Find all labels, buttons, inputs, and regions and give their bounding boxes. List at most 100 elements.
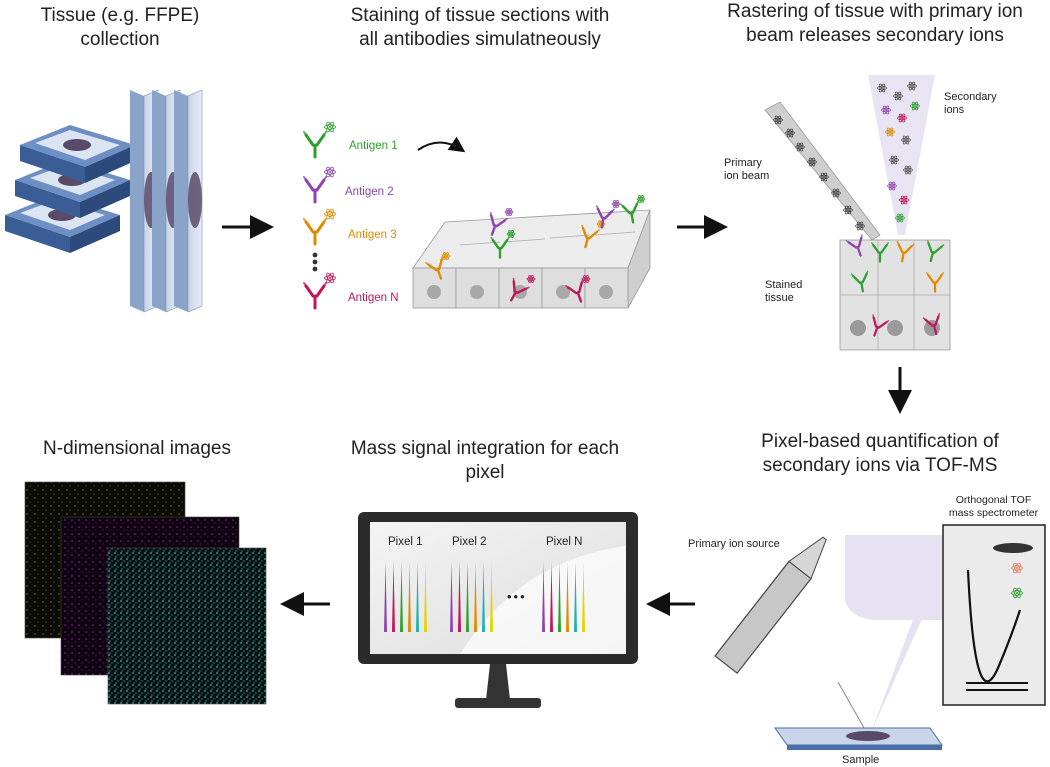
ion-atom-icon — [910, 101, 920, 111]
ion-atom-icon — [1011, 562, 1023, 574]
ion-atom-icon — [807, 157, 817, 167]
ion-atom-icon — [877, 83, 887, 93]
ion-atom-icon — [903, 165, 913, 175]
antibody-icon — [581, 224, 600, 249]
antibody-icon — [850, 270, 869, 293]
pixel-ellipsis: ••• — [507, 589, 527, 604]
ion-atom-icon — [611, 200, 621, 208]
stained-tissue-label: Stained tissue — [765, 279, 803, 304]
mass-spike — [482, 562, 485, 632]
mass-spike — [582, 562, 585, 632]
antibody-icon — [922, 312, 941, 336]
antigen-2-label: Antigen 2 — [345, 186, 394, 198]
tissue-blocks-illustration — [5, 125, 135, 253]
ion-atom-icon — [785, 128, 795, 138]
ion-atom-icon — [819, 172, 829, 182]
ion-atom-icon — [843, 205, 853, 215]
ion-atom-icon — [324, 208, 336, 220]
ion-atom-icon — [885, 127, 895, 137]
antibody-icon — [896, 240, 915, 263]
antibody-icon — [489, 211, 508, 236]
ion-atom-icon — [895, 213, 905, 223]
ion-atom-icon — [889, 155, 899, 165]
rastering-illustration — [764, 75, 951, 351]
mass-spectra-spikes — [384, 562, 585, 632]
ion-atom-icon — [901, 135, 911, 145]
glass-slides-illustration — [130, 89, 203, 313]
ion-atom-icon — [899, 195, 909, 205]
antigen-n-label: Antigen N — [348, 292, 399, 304]
antibody-icon — [509, 277, 530, 302]
mass-spike — [566, 562, 569, 632]
mass-spike — [450, 562, 453, 632]
ion-atom-icon — [526, 275, 536, 283]
n-dimensional-images-illustration — [24, 481, 267, 705]
primary-ion-beam-label: Primary ion beam — [724, 157, 770, 182]
ion-atom-icon — [855, 221, 865, 231]
ion-atom-icon — [324, 272, 336, 284]
title-mass-signal-integration: Mass signal integration for each pixel — [350, 438, 620, 483]
antibody-legend — [303, 121, 336, 310]
antibody-icon — [425, 255, 444, 280]
mass-spike — [424, 562, 427, 632]
ion-particles — [773, 81, 945, 337]
ion-atom-icon — [324, 166, 336, 178]
tof-ms-illustration — [714, 524, 1046, 750]
mass-spike — [416, 562, 419, 632]
antibody-icon — [303, 131, 327, 159]
sample-label: Sample — [842, 754, 880, 766]
mass-spike — [558, 562, 561, 632]
mass-spike — [474, 562, 477, 632]
title-pixel-quantification: Pixel-based quantification of secondary … — [761, 431, 999, 476]
ion-atom-icon — [881, 105, 891, 115]
mass-spike — [490, 562, 493, 632]
antigen-1-label: Antigen 1 — [349, 140, 398, 152]
antibody-icon — [871, 242, 889, 263]
mass-spike — [542, 562, 545, 632]
tof-ion-particles — [1011, 562, 1023, 599]
pixel-1-label: Pixel 1 — [388, 536, 423, 548]
title-n-dimensional-images: N-dimensional images — [43, 438, 231, 459]
title-staining: Staining of tissue sections with all ant… — [350, 5, 610, 50]
antibody-icon — [926, 272, 944, 293]
ion-atom-icon — [504, 208, 514, 216]
mass-spike — [550, 562, 553, 632]
curved-arrow-staining — [417, 136, 466, 153]
stained-cells-illustration — [412, 195, 651, 309]
antibody-icon — [303, 176, 327, 204]
ion-atom-icon — [581, 275, 591, 283]
mass-spike — [574, 562, 577, 632]
mass-spike — [408, 562, 411, 632]
tissue-block — [15, 160, 130, 218]
ion-atom-icon — [795, 142, 805, 152]
antibody-icon — [490, 236, 510, 259]
ion-atom-icon — [831, 188, 841, 198]
mass-spike — [400, 562, 403, 632]
title-tissue-collection: Tissue (e.g. FFPE) collection — [40, 5, 200, 50]
ellipsis-dot — [312, 266, 318, 272]
ion-atom-icon — [907, 81, 917, 91]
pixel-2-label: Pixel 2 — [452, 536, 487, 548]
ion-atom-icon — [506, 230, 516, 238]
antibody-icon — [303, 282, 327, 310]
antibody-icon — [845, 234, 863, 257]
ion-atom-icon — [893, 91, 903, 101]
ion-atom-icon — [773, 115, 783, 125]
ion-atom-icon — [887, 181, 897, 191]
antibody-icon — [595, 205, 615, 229]
ion-atom-icon — [1011, 587, 1023, 599]
antibody-icon — [303, 218, 327, 246]
ion-atom-icon — [324, 121, 336, 133]
antibody-icon — [926, 239, 945, 263]
antibody-icon — [620, 200, 640, 224]
antigen-3-label: Antigen 3 — [348, 229, 397, 241]
mass-spike — [384, 562, 387, 632]
ion-atom-icon — [441, 252, 451, 260]
antibody-icon — [565, 278, 584, 303]
primary-ion-source-label: Primary ion source — [688, 538, 780, 550]
secondary-ions-label: Secondary ions — [944, 91, 997, 116]
title-rastering: Rastering of tissue with primary ion bea… — [727, 1, 1023, 46]
tof-spectrometer-label: Orthogonal TOF mass spectrometer — [948, 494, 1039, 519]
tissue-block — [5, 195, 120, 253]
